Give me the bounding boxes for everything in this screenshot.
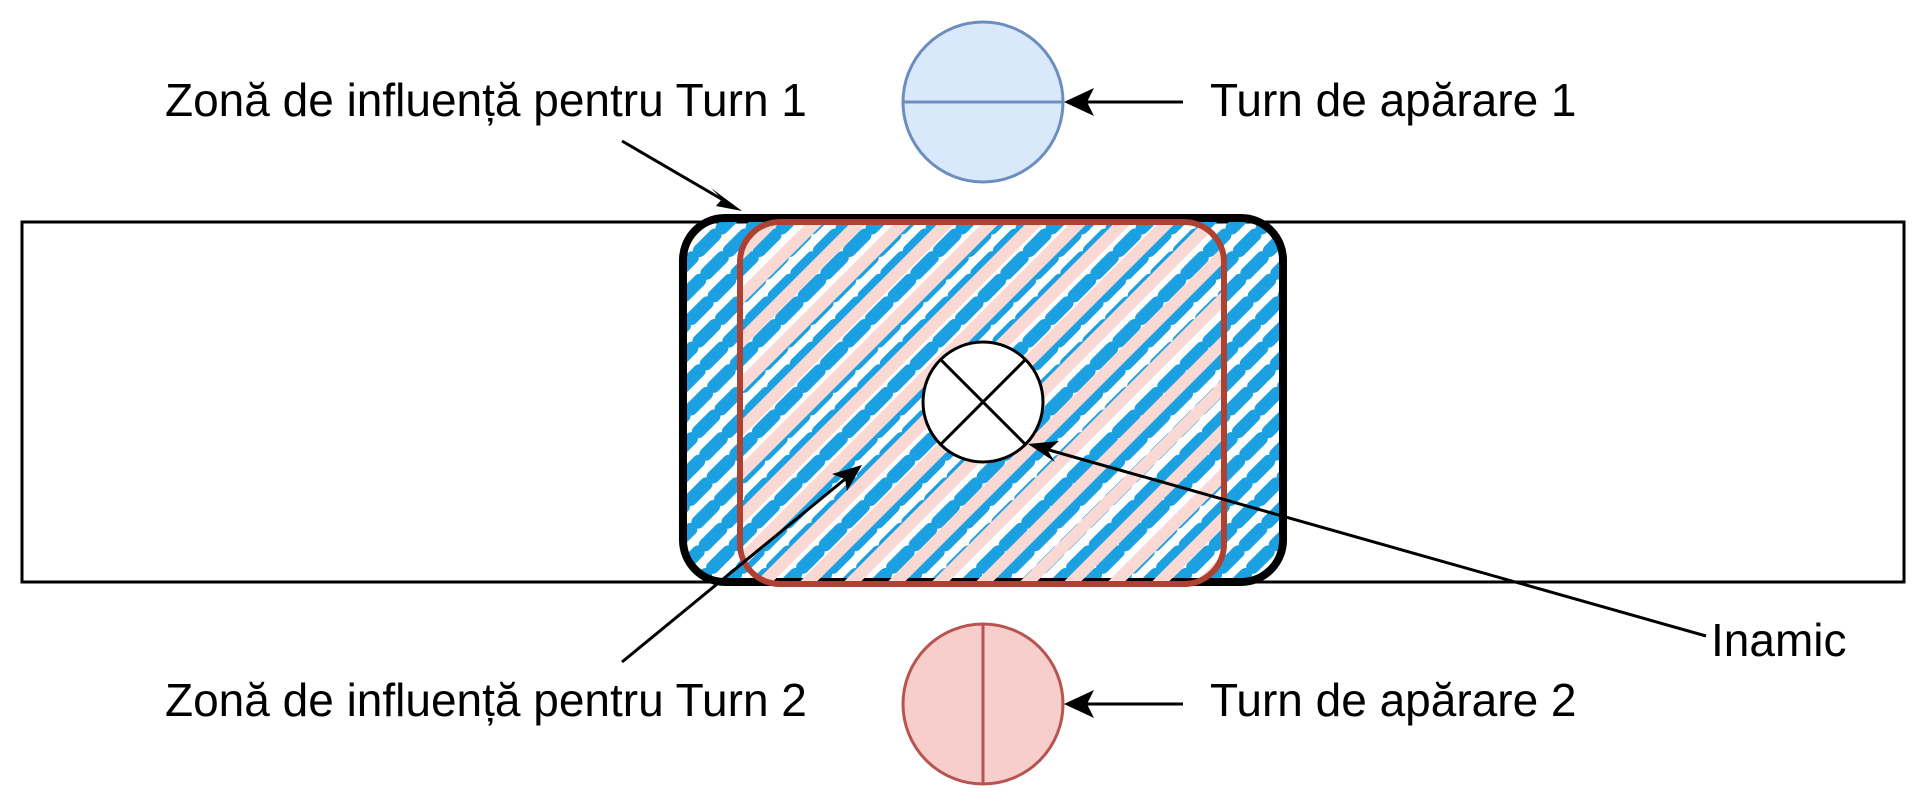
enemy-icon [921, 340, 1045, 464]
arrow-zone-1-label [621, 139, 742, 211]
zone-2-label: Zonă de influență pentru Turn 2 [165, 674, 807, 726]
tower-2-icon [901, 622, 1065, 786]
arrow-enemy-label [1028, 441, 1707, 638]
tower-2-label: Turn de apărare 2 [1210, 674, 1577, 726]
tower-1-label: Turn de apărare 1 [1210, 74, 1577, 126]
tower-1-icon [901, 20, 1065, 184]
arrow-tower-2-label [1064, 690, 1183, 718]
enemy-label: Inamic [1711, 614, 1846, 666]
arrow-tower-1-label [1064, 88, 1183, 116]
zone-1-label: Zonă de influență pentru Turn 1 [165, 74, 807, 126]
arrow-zone-2-label [621, 465, 862, 664]
